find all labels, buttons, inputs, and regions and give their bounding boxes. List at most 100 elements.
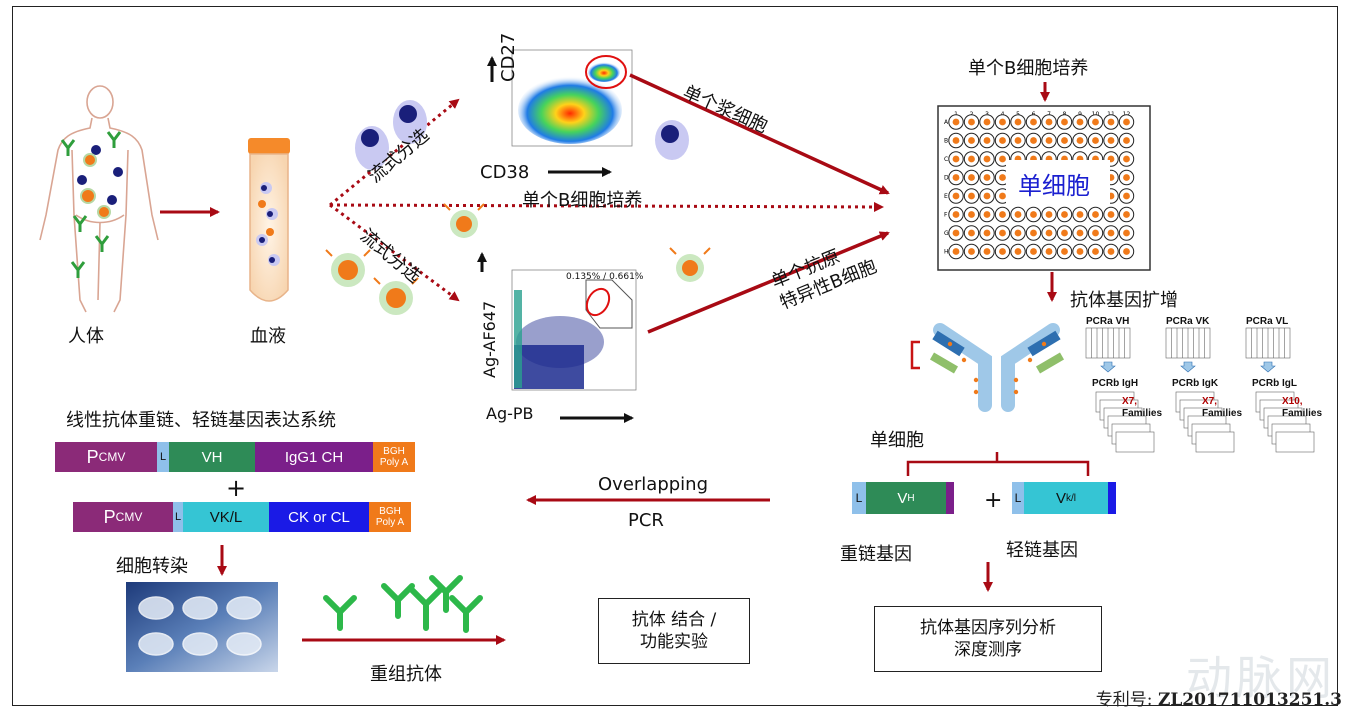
well-cell: [1092, 118, 1099, 126]
plate-row-label: B: [944, 138, 948, 145]
cd27-axis-label: CD27: [498, 32, 519, 82]
patent-prefix: 专利号:: [1095, 690, 1158, 710]
well-cell: [999, 248, 1006, 255]
well-cell: [1092, 211, 1099, 218]
pcr-plate-b: [1275, 431, 1315, 453]
pcr-panels: [1085, 327, 1315, 453]
well-cell: [1076, 118, 1084, 126]
pcr-count-label: X7,: [1122, 396, 1138, 407]
flow-plot-top: [487, 49, 633, 177]
vl-gene-end: [1108, 482, 1116, 514]
cell-culture-plate: 123456789101112ABCDEFGH: [937, 105, 1151, 271]
well-cell: [1030, 248, 1037, 255]
well-cell: [1014, 229, 1022, 237]
gate-percentage: 0.135% / 0.661%: [566, 272, 644, 282]
b-cell-icons: [325, 203, 711, 315]
well-cell: [952, 229, 960, 237]
transfection-label: 细胞转染: [116, 556, 188, 577]
well-cell: [1061, 211, 1068, 218]
human-label: 人体: [68, 326, 104, 347]
pcr-count-label: X10,: [1282, 396, 1303, 407]
pcr-a-label: PCRa VH: [1086, 316, 1130, 327]
well-cell: [952, 211, 960, 218]
well-cell: [999, 192, 1006, 200]
patent-number: 专利号: ZL201711013251.3: [1096, 685, 1342, 710]
well-cell: [1030, 118, 1037, 126]
well-cell: [983, 174, 991, 181]
well-cell: [1107, 211, 1115, 218]
figure-frame: [12, 6, 1338, 706]
heavy-leader: L: [157, 442, 169, 472]
pcr-families-label: Families: [1282, 408, 1323, 419]
well-cell: [968, 192, 975, 200]
well-cell: [952, 155, 960, 163]
well-cell: [1107, 118, 1115, 126]
well-cell: [999, 174, 1006, 181]
pcr-label: PCR: [628, 510, 664, 531]
plate-row-label: D: [944, 175, 949, 182]
well-cell: [983, 229, 991, 237]
well-cell: [1107, 137, 1115, 144]
well-cell: [983, 137, 991, 144]
watermark-logo: 动脉网: [1186, 651, 1336, 705]
well-cell: [1123, 248, 1130, 255]
binding-assay-line1: 抗体 结合 /: [631, 609, 717, 630]
well-cell: [1045, 137, 1053, 144]
pcr-step-arrow-icon: [1100, 361, 1116, 373]
well-cell: [1123, 229, 1130, 237]
well-cell: [1123, 192, 1130, 200]
ag-pb-axis-label: Ag-PB: [486, 404, 534, 423]
well-cell: [1030, 229, 1037, 237]
heavy-gene-label: 重链基因: [840, 544, 912, 565]
single-cell-mid-label: 单细胞: [870, 430, 924, 451]
well-cell: [999, 137, 1006, 144]
well-cell: [1045, 229, 1053, 237]
vl-gene-leader: L: [1012, 482, 1024, 514]
binding-assay-box: 抗体 结合 / 功能实验: [598, 598, 750, 664]
pcr-b-label: PCRb IgL: [1252, 378, 1297, 389]
well-cell: [1061, 248, 1068, 255]
single-b-culture-top-label: 单个B细胞培养: [968, 58, 1089, 79]
well-cell: [1123, 118, 1130, 126]
well-cell: [968, 155, 975, 163]
well-cell: [1076, 137, 1084, 144]
well-cell: [1030, 137, 1037, 144]
well-cell: [1014, 137, 1022, 144]
culture-dish-photo: [126, 582, 278, 672]
well-cell: [1014, 248, 1022, 255]
plasma-cell-icons: [355, 100, 689, 170]
well-cell: [1107, 229, 1115, 237]
pcr-b-label: PCRb IgK: [1172, 378, 1219, 389]
well-cell: [968, 174, 975, 181]
well-cell: [1092, 137, 1099, 144]
light-ck-cl: CK or CL: [269, 502, 369, 532]
well-cell: [1061, 137, 1068, 144]
well-cell: [952, 137, 960, 144]
well-cell: [1030, 211, 1037, 218]
patent-id: ZL201711013251.3: [1157, 690, 1342, 710]
well-cell: [999, 229, 1006, 237]
human-body-icon: [39, 85, 159, 313]
well-cell: [1123, 211, 1130, 218]
well-cell: [983, 192, 991, 200]
well-cell: [983, 118, 991, 126]
pcr-families-label: Families: [1122, 408, 1163, 419]
pcr-plate-b: [1195, 431, 1235, 453]
well-cell: [999, 211, 1006, 218]
expression-system-title: 线性抗体重链、轻链基因表达系统: [66, 410, 336, 431]
light-gene-label: 轻链基因: [1006, 540, 1078, 561]
heavy-igg1-ch: IgG1 CH: [255, 442, 373, 472]
pcr-step-arrow-icon: [1180, 361, 1196, 373]
well-cell: [1123, 174, 1130, 181]
well-cell: [1092, 248, 1099, 255]
well-cell: [952, 118, 960, 126]
antibody-markers-body: [60, 131, 122, 278]
well-cell: [1092, 229, 1099, 237]
plate-row-label: E: [944, 193, 948, 200]
